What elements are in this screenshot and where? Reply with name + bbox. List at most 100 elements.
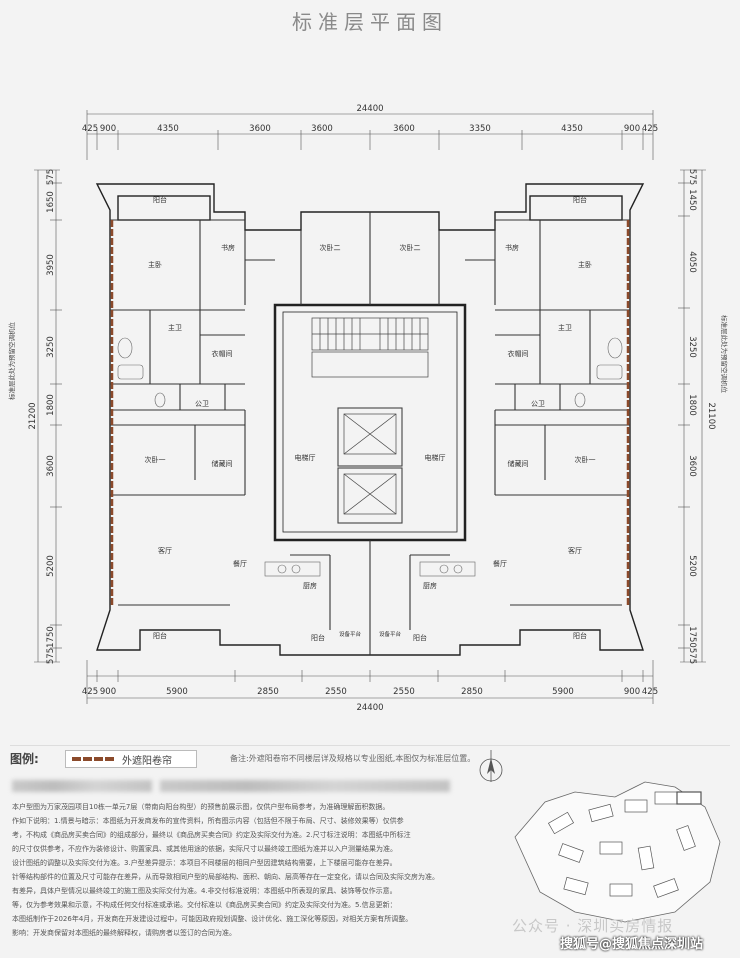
room-living-left: 客厅 — [158, 546, 172, 555]
dim-bot-5: 2550 — [393, 687, 415, 697]
dim-bot-9: 425 — [642, 687, 658, 697]
note-line: 影响：开发商保留对本图纸的最终解释权，请购房者以签订的合同为准。 — [12, 929, 236, 937]
room-dining-right: 餐厅 — [493, 559, 507, 568]
dim-total-right: 21100 — [706, 402, 716, 429]
room-cloakroom-left: 衣帽间 — [212, 349, 233, 358]
room-cloakroom-right: 衣帽间 — [508, 349, 529, 358]
north-arrow-icon — [479, 750, 503, 782]
dim-right-4: 1800 — [687, 394, 697, 416]
note-line: 的尺寸仅供参考，不应作为装修设计、购置家具、或其他用途的依据，实际尺寸以最终竣工… — [12, 845, 397, 853]
dim-right-0: 575 — [687, 169, 697, 185]
dim-right-8: 575 — [687, 648, 697, 664]
legend-note: 备注:外遮阳卷帘不同楼层详及规格以专业图纸,本图仅为标准层位置。 — [230, 754, 476, 763]
note-line: 有差异，具体户型情况以最终竣工的施工图及实际交付为准。4.非交付标准说明：本图纸… — [12, 887, 397, 895]
room-storage-left: 储藏间 — [212, 459, 233, 468]
room-balcony-nw: 阳台 — [153, 195, 167, 204]
blurred-heading — [12, 780, 152, 792]
room-living-right: 客厅 — [568, 546, 582, 555]
room-second-bedroom2-left: 次卧二 — [320, 243, 341, 252]
dim-right-1: 1450 — [687, 189, 697, 211]
room-elevator-hall-left: 电梯厅 — [295, 453, 316, 462]
room-second-bedroom1-right: 次卧一 — [575, 455, 596, 464]
room-storage-right: 储藏间 — [508, 459, 529, 468]
exterior-shade-lines — [110, 220, 630, 605]
dim-left-3: 3250 — [46, 336, 56, 358]
room-balcony-s-left: 阳台 — [311, 633, 325, 642]
disclaimer-notes: 本户型图为万家茂园项目10栋一单元7层（带南向阳台构型）的预售前展示图，仅供户型… — [12, 800, 462, 940]
dim-total-top: 24400 — [356, 104, 383, 114]
dim-bot-4: 2550 — [325, 687, 347, 697]
room-equipment-left: 设备平台 — [339, 630, 362, 638]
room-elevator-hall-right: 电梯厅 — [425, 453, 446, 462]
room-balcony-ne: 阳台 — [573, 195, 587, 204]
dim-right-5: 3600 — [687, 455, 697, 477]
room-master-bedroom-left: 主卧 — [148, 260, 162, 269]
top-dimension-lines — [34, 110, 706, 704]
note-line: 考，不构成《商品房买卖合同》的组成部分，最终以《商品房买卖合同》约定及实际交付为… — [12, 831, 411, 839]
room-balcony-s-right: 阳台 — [413, 633, 427, 642]
room-equipment-right: 设备平台 — [379, 630, 402, 638]
dim-bot-7: 5900 — [552, 687, 574, 697]
dim-bot-0: 425 — [82, 687, 98, 697]
room-kitchen-left: 厨房 — [303, 581, 317, 590]
dim-top-4: 3600 — [311, 124, 333, 134]
dim-bot-2: 5900 — [166, 687, 188, 697]
legend-item-label: 外遮阳卷帘 — [122, 756, 172, 767]
note-line: 等，仅为参考效果和示意，不构成任何交付标准或承诺。交付标准以《商品房买卖合同》约… — [12, 901, 397, 909]
dim-right-3: 3250 — [687, 336, 697, 358]
note-line: 本户型图为万家茂园项目10栋一单元7层（带南向阳台构型）的预售前展示图，仅供户型… — [12, 803, 390, 811]
legend-bar: 图例: 外遮阳卷帘 备注:外遮阳卷帘不同楼层详及规格以专业图纸,本图仅为标准层位… — [10, 745, 730, 772]
dim-left-4: 1800 — [46, 394, 56, 416]
room-master-bath-left: 主卫 — [168, 323, 182, 332]
dim-top-2: 4350 — [157, 124, 179, 134]
room-second-bedroom1-left: 次卧一 — [145, 455, 166, 464]
dim-top-9: 425 — [642, 124, 658, 134]
note-line: 本图纸制作于2026年4月，开发商在开发建设过程中，可能因政府规划调整、设计优化… — [12, 915, 413, 923]
bathroom-fixtures — [117, 337, 623, 577]
dim-bot-3: 2850 — [257, 687, 279, 697]
dim-right-6: 5200 — [687, 555, 697, 577]
dim-left-7: 1750 — [46, 626, 56, 648]
dim-right-7: 1750 — [687, 626, 697, 648]
room-study-right: 书房 — [505, 243, 519, 252]
dim-left-1: 1650 — [46, 191, 56, 213]
blurred-heading-2 — [160, 780, 450, 792]
room-public-bath-left: 公卫 — [195, 400, 209, 408]
dim-top-3: 3600 — [249, 124, 271, 134]
legend-label: 图例: — [10, 752, 39, 766]
side-note-left: 标准层此处为预留空调机位 — [7, 322, 16, 401]
dim-bot-6: 2850 — [461, 687, 483, 697]
room-second-bedroom2-right: 次卧二 — [400, 243, 421, 252]
room-dining-left: 餐厅 — [233, 559, 247, 568]
side-note-right: 标准层此处为预留空调机位 — [720, 315, 729, 394]
room-master-bath-right: 主卫 — [558, 323, 572, 332]
room-public-bath-right: 公卫 — [531, 400, 545, 408]
page-title: 标准层平面图 — [292, 10, 448, 34]
room-master-bedroom-right: 主卧 — [578, 260, 592, 269]
dim-total-bottom: 24400 — [356, 703, 383, 713]
dim-top-0: 425 — [82, 124, 98, 134]
dim-bot-8: 900 — [624, 687, 640, 697]
dim-left-8: 575 — [46, 648, 56, 664]
room-balcony-se: 阳台 — [573, 631, 587, 640]
dim-top-8: 900 — [624, 124, 640, 134]
dim-bot-1: 900 — [100, 687, 116, 697]
core-stairs-elevators — [311, 317, 429, 524]
dim-top-6: 3350 — [469, 124, 491, 134]
dim-top-7: 4350 — [561, 124, 583, 134]
floor-plan-drawing: 24400 425 900 4350 3600 3600 3600 3350 4… — [7, 104, 729, 713]
room-study-left: 书房 — [221, 243, 235, 252]
room-kitchen-right: 厨房 — [423, 581, 437, 590]
wechat-watermark: 公众号 · 深圳买房情报 — [512, 917, 674, 935]
shade-swatch — [72, 757, 114, 761]
note-line: 设计图纸的调整以及实际交付为准。3.户型差异提示：本项目不同楼层的相同户型因建筑… — [12, 859, 397, 867]
note-line: 针等结构部件的位置及尺寸可能存在差异，从而导致相同户型的局部结构、面积、朝向、层… — [12, 873, 439, 881]
interior-walls — [110, 212, 630, 655]
room-balcony-sw: 阳台 — [153, 631, 167, 640]
dim-left-0: 575 — [46, 169, 56, 185]
dim-left-5: 3600 — [46, 455, 56, 477]
dim-top-5: 3600 — [393, 124, 415, 134]
note-line: 作如下说明：1.情景与暗示：本图纸为开发商发布的宣传资料，所有图示内容（包括但不… — [12, 817, 404, 825]
dim-left-6: 5200 — [46, 555, 56, 577]
dim-right-2: 4050 — [687, 251, 697, 273]
